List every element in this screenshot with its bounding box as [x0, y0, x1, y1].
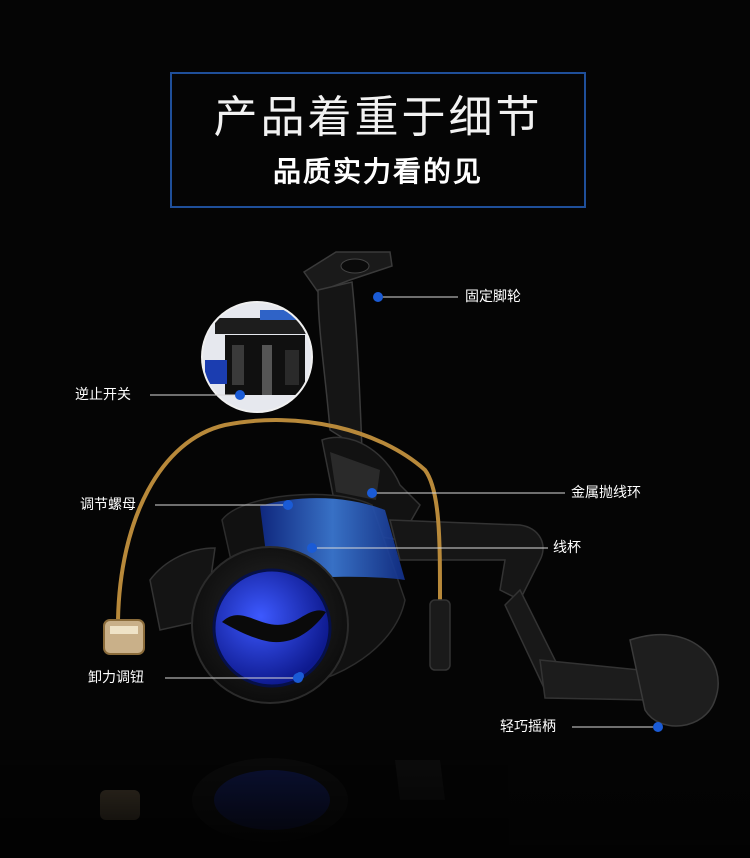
bail-roller	[103, 619, 145, 655]
callout-dots	[235, 292, 663, 732]
reel-foot	[302, 251, 393, 452]
label-handle: 轻巧摇柄	[500, 719, 556, 735]
label-spool: 线杯	[553, 540, 581, 556]
reel-body	[149, 436, 561, 692]
label-metal-bail: 金属抛线环	[571, 485, 641, 501]
title-frame: 产品着重于细节 品质实力看的见	[170, 72, 586, 208]
page-title: 产品着重于细节	[213, 92, 543, 143]
label-drag-knob: 卸力调钮	[88, 670, 144, 686]
page-subtitle: 品质实力看的见	[272, 155, 483, 188]
bail-arm-right	[429, 599, 451, 671]
callout-lines	[150, 296, 658, 728]
anti-reverse-closeup	[201, 301, 313, 413]
label-fixed-foot: 固定脚轮	[465, 289, 521, 305]
label-anti-reverse-switch: 逆止开关	[75, 387, 131, 403]
reel-spool	[191, 493, 406, 704]
label-adjust-nut: 调节螺母	[80, 497, 136, 513]
reel-handle	[539, 634, 719, 727]
floor-reflection	[0, 740, 750, 858]
metal-bail-wire	[116, 418, 442, 621]
